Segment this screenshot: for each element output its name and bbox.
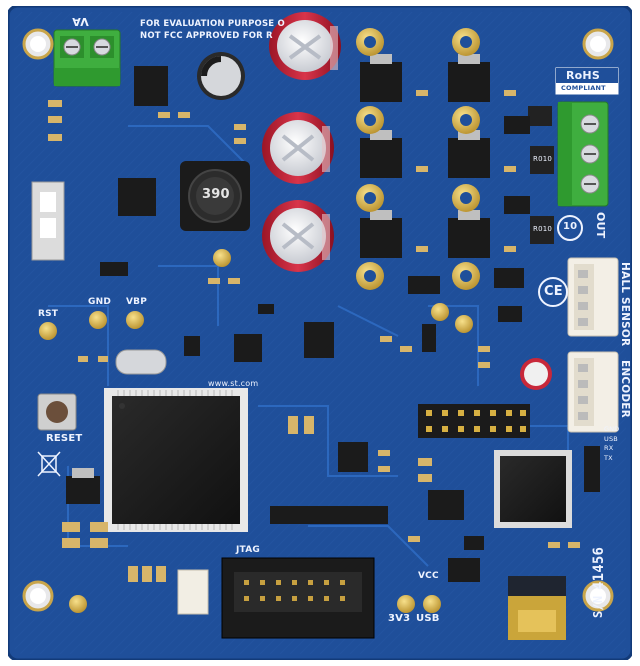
small-electrolytic-cap <box>197 52 245 100</box>
hall-sensor-label: HALL SENSOR <box>619 262 631 347</box>
mosfet <box>448 130 490 178</box>
website-label: www.st.com <box>208 379 259 388</box>
power-mosfets <box>360 54 490 258</box>
pin-header-long[interactable] <box>270 506 388 524</box>
inductor-value: 390 <box>202 187 230 202</box>
shunt-resistor-label-1: R010 <box>533 155 553 163</box>
gnd-label: GND <box>88 297 111 307</box>
pcb-board: FOR EVALUATION PURPOSE O NOT FCC APPROVE… <box>6 4 634 662</box>
port-label-rx: RX <box>604 444 614 452</box>
badge-10-label: 10 <box>563 221 578 232</box>
weee-symbol <box>37 451 61 477</box>
jumper-header[interactable] <box>100 262 128 276</box>
small-red-cap <box>520 358 552 390</box>
dip-switch[interactable] <box>31 181 65 261</box>
power-inductor <box>180 161 250 231</box>
serial-number: 41456 <box>591 546 607 590</box>
reset-label: RESET <box>46 433 83 444</box>
power-terminal-block[interactable] <box>53 29 121 87</box>
rohs-badge <box>555 67 619 95</box>
rohs-compliant-label: COMPLIANT <box>561 84 606 92</box>
header-line-1: FOR EVALUATION PURPOSE O <box>140 19 285 29</box>
uart-port-labels: GND USB RX TX <box>604 426 630 461</box>
pin-header-2x7[interactable] <box>418 404 530 438</box>
crystal-oscillator <box>115 349 167 375</box>
test-points[interactable] <box>39 249 473 613</box>
jtag-label: JTAG <box>236 545 260 555</box>
port-label-tx: TX <box>604 453 613 462</box>
hall-sensor-connector[interactable] <box>567 257 619 337</box>
vbp-label: VBP <box>126 297 148 307</box>
small-power-connector[interactable] <box>177 569 209 615</box>
smd-ic-footprints <box>184 304 522 550</box>
motor-output-terminal[interactable] <box>557 101 609 207</box>
jtag-connector[interactable] <box>221 557 375 639</box>
usb-connector[interactable] <box>508 576 566 640</box>
mounting-holes <box>22 28 614 612</box>
main-mcu-chip <box>104 388 248 532</box>
smd-components <box>48 90 580 582</box>
shunt-resistors <box>528 106 554 244</box>
out-label: OUT <box>594 212 607 239</box>
encoder-connector[interactable] <box>567 351 619 433</box>
power-label: VA <box>72 15 89 28</box>
secondary-mcu-chip <box>494 450 572 528</box>
gold-test-pads <box>356 28 480 290</box>
mosfet <box>360 54 402 102</box>
rst-label: RST <box>38 309 59 319</box>
electrolytic-capacitors <box>262 12 341 272</box>
usb-label: USB <box>416 613 440 624</box>
port-label-gnd: GND <box>604 425 620 433</box>
serial-prefix: S/N <box>591 595 605 618</box>
ce-label: CE <box>544 284 563 299</box>
mosfet <box>448 54 490 102</box>
rohs-label: RoHS <box>566 69 600 82</box>
3v3-label: 3V3 <box>388 613 411 624</box>
reset-button[interactable] <box>37 393 77 431</box>
pcb-svg <box>6 4 634 662</box>
misc-ics <box>66 66 530 582</box>
shunt-resistor-label-2: R010 <box>533 225 553 233</box>
encoder-label: ENCODER <box>619 360 631 418</box>
ce-mark <box>538 277 568 307</box>
badge-10 <box>557 215 583 241</box>
mosfet <box>448 210 490 258</box>
mosfet <box>360 210 402 258</box>
vcc-label: VCC <box>418 571 439 581</box>
header-line-2: NOT FCC APPROVED FOR R <box>140 31 273 41</box>
port-label-usb: USB <box>604 434 618 443</box>
mosfet <box>360 130 402 178</box>
uart-pin-header[interactable] <box>584 446 600 492</box>
